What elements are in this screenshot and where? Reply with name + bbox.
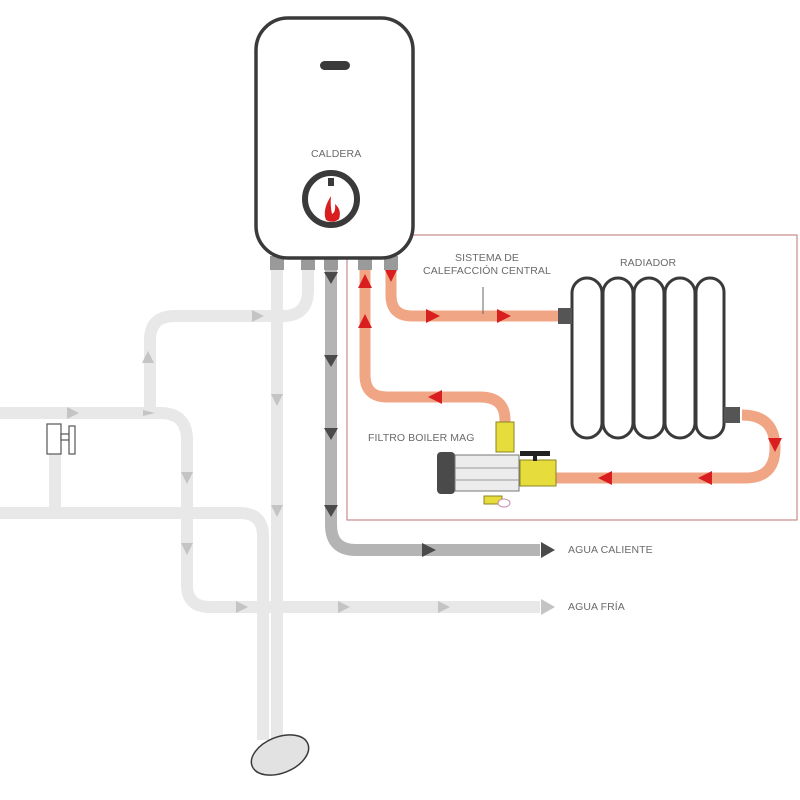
cold-arrow [438, 601, 450, 613]
boiler-display [320, 61, 350, 70]
filter-label: FILTRO BOILER MAG [368, 432, 475, 444]
cold-arrow [181, 543, 193, 555]
radiator-outlet-fitting [724, 407, 740, 423]
heating-flow-pipe [385, 268, 560, 322]
hot-water-label: AGUA CALIENTE [568, 544, 653, 556]
boiler-label: CALDERA [311, 148, 362, 160]
flow-arrow [426, 309, 440, 323]
cold-water-arrows [67, 310, 555, 615]
flow-arrow [358, 314, 372, 328]
cold-arrow [181, 472, 193, 484]
central-heating-frame [346, 234, 798, 521]
flow-arrow [768, 438, 782, 452]
flow-arrow [358, 274, 372, 288]
cold-arrow [67, 407, 79, 419]
flow-arrow [598, 471, 612, 485]
caldera-icon [254, 16, 415, 260]
hot-arrow [324, 272, 338, 284]
cold-arrow [252, 310, 264, 322]
cold-arrow [338, 601, 350, 613]
hot-arrow [324, 355, 338, 367]
hot-water-pipe [324, 268, 555, 558]
cold-pipe-boiler-mid [282, 268, 314, 322]
cold-water-pipes [0, 268, 540, 740]
inlet-valve-icon [46, 423, 76, 455]
central-heating-label-line2: CALEFACCIÓN CENTRAL [423, 265, 551, 277]
boiler-dial [302, 170, 360, 228]
flow-arrow [384, 268, 398, 282]
flow-arrow [428, 390, 442, 404]
cold-arrow [142, 351, 154, 363]
cold-arrow [236, 601, 248, 613]
hot-arrow [541, 542, 555, 558]
drain-icon [250, 734, 310, 776]
flame-icon [324, 196, 340, 222]
hot-arrow [324, 428, 338, 440]
hot-arrow [324, 505, 338, 517]
cold-arrow [541, 599, 555, 615]
filtro-boiler-mag-icon [437, 421, 557, 508]
cold-arrow [271, 505, 283, 517]
cold-water-label: AGUA FRÍA [568, 601, 625, 613]
flow-arrow [497, 309, 511, 323]
heating-arrows [358, 268, 782, 485]
cold-arrow [271, 394, 283, 406]
hot-arrow [422, 543, 436, 557]
flow-arrow [698, 471, 712, 485]
radiator-inlet-fitting [558, 308, 572, 324]
radiator-label: RADIADOR [620, 257, 677, 269]
central-heating-label-line1: SISTEMA DE [454, 252, 519, 264]
central-heating-label: SISTEMA DE CALEFACCIÓN CENTRAL [412, 252, 562, 278]
cold-pipe-bypass [0, 507, 269, 740]
cold-pipe-branch-up [144, 310, 280, 413]
cold-arrow [143, 410, 155, 416]
radiator-icon [570, 276, 726, 440]
